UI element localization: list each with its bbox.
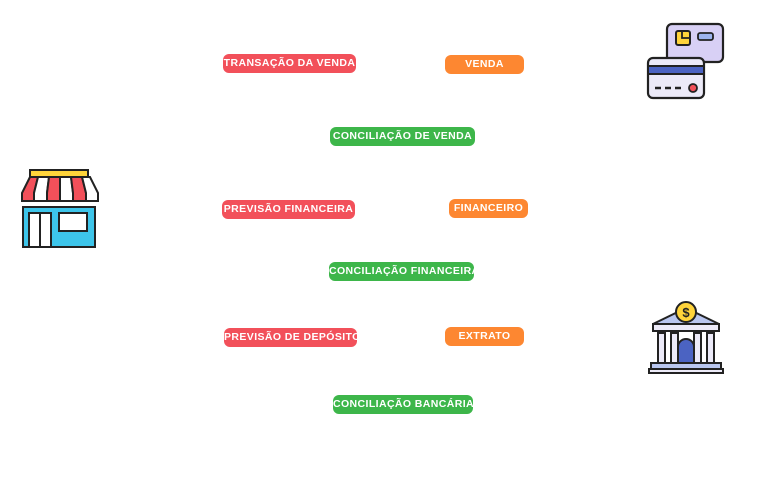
financial-reconciliation-label: CONCILIAÇÃO FINANCEIRA: [329, 262, 479, 281]
sale-transaction-label: TRANSAÇÃO DA VENDA: [223, 54, 356, 73]
store-icon: [21, 169, 99, 248]
svg-text:$: $: [682, 305, 690, 320]
credit-cards-icon: [646, 22, 725, 100]
sale-label: VENDA: [445, 55, 524, 74]
financial-label: FINANCEIRO: [449, 199, 528, 218]
bank-icon: $: [648, 301, 724, 374]
financial-forecast-label: PREVISÃO FINANCEIRA: [222, 200, 355, 219]
sale-reconciliation-label: CONCILIAÇÃO DE VENDA: [330, 127, 475, 146]
bank-reconciliation-label: CONCILIAÇÃO BANCÁRIA: [333, 395, 474, 414]
deposit-forecast-label: PREVISÃO DE DEPÓSITO: [224, 328, 360, 347]
statement-label: EXTRATO: [445, 327, 524, 346]
